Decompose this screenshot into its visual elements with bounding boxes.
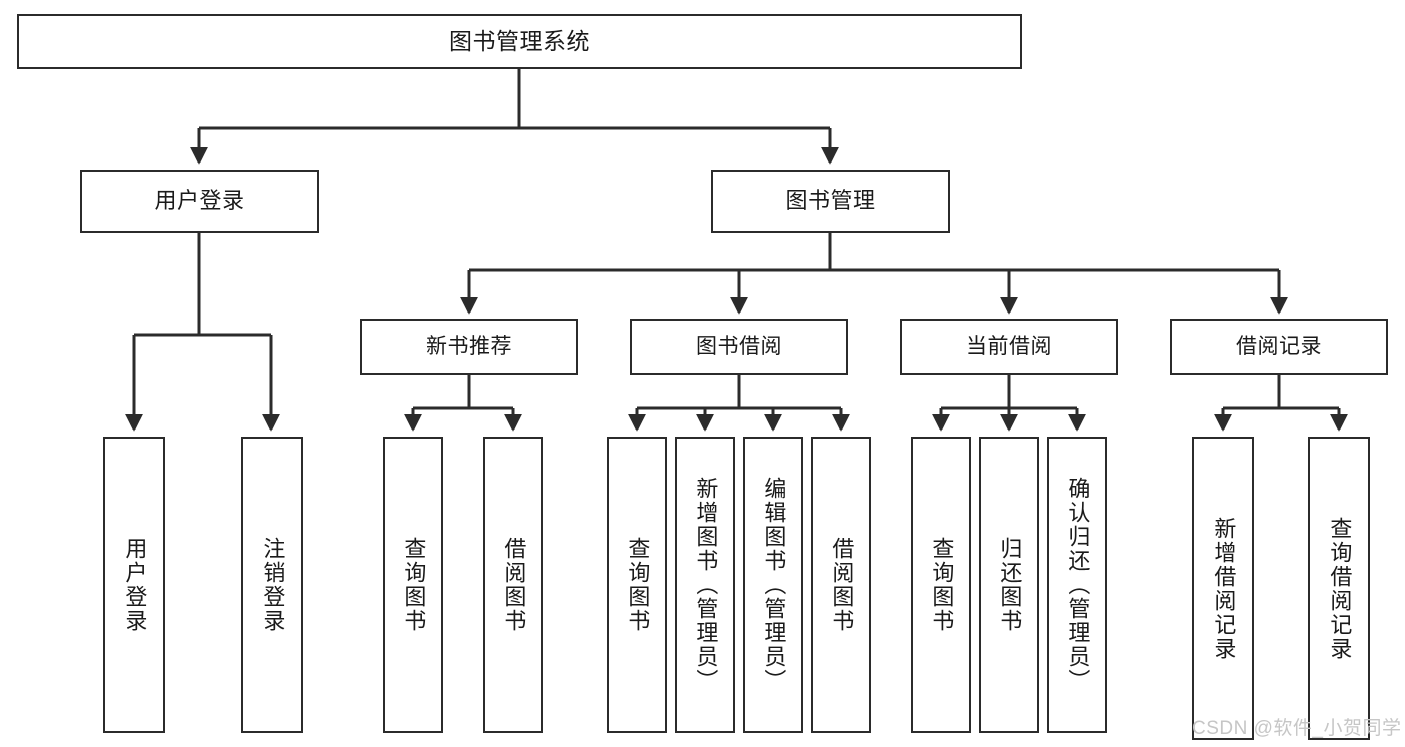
leaf-current-borrow-query[interactable]: 查询图书 <box>911 437 971 733</box>
leaf-book-borrow-edit[interactable]: 编辑图书（管理员） <box>743 437 803 733</box>
node-user-login-label: 用户登录 <box>154 188 245 214</box>
leaf-book-borrow-query-label: 查询图书 <box>625 537 651 633</box>
leaf-user-login-login[interactable]: 用户登录 <box>103 437 165 733</box>
node-root-system[interactable]: 图书管理系统 <box>17 14 1022 69</box>
leaf-borrow-record-add-label: 新增借阅记录 <box>1211 516 1237 661</box>
leaf-new-book-query[interactable]: 查询图书 <box>383 437 443 733</box>
leaf-book-borrow-edit-label: 编辑图书（管理员） <box>761 477 787 693</box>
node-book-borrow-label: 图书借阅 <box>696 335 782 359</box>
node-borrow-record-label: 借阅记录 <box>1236 335 1322 359</box>
leaf-user-login-logout-label: 注销登录 <box>260 537 286 633</box>
leaf-current-borrow-confirm-return-label: 确认归还（管理员） <box>1065 477 1091 693</box>
node-current-borrow[interactable]: 当前借阅 <box>900 319 1118 375</box>
leaf-user-login-login-label: 用户登录 <box>122 537 148 633</box>
node-borrow-record[interactable]: 借阅记录 <box>1170 319 1388 375</box>
node-book-borrow[interactable]: 图书借阅 <box>630 319 848 375</box>
node-book-management-label: 图书管理 <box>785 188 876 214</box>
leaf-borrow-record-add[interactable]: 新增借阅记录 <box>1192 437 1254 740</box>
leaf-current-borrow-return-label: 归还图书 <box>997 537 1023 633</box>
leaf-book-borrow-add-label: 新增图书（管理员） <box>693 477 719 693</box>
node-user-login[interactable]: 用户登录 <box>80 170 319 233</box>
csdn-watermark: CSDN @软件_小贺同学 <box>1192 718 1402 739</box>
node-book-management[interactable]: 图书管理 <box>711 170 950 233</box>
leaf-book-borrow-query[interactable]: 查询图书 <box>607 437 667 733</box>
leaf-user-login-logout[interactable]: 注销登录 <box>241 437 303 733</box>
leaf-book-borrow-add[interactable]: 新增图书（管理员） <box>675 437 735 733</box>
leaf-book-borrow-borrow-label: 借阅图书 <box>829 537 855 633</box>
leaf-new-book-borrow-label: 借阅图书 <box>501 537 527 633</box>
node-current-borrow-label: 当前借阅 <box>966 335 1052 359</box>
leaf-new-book-borrow[interactable]: 借阅图书 <box>483 437 543 733</box>
node-new-book-recommend-label: 新书推荐 <box>426 335 512 359</box>
node-new-book-recommend[interactable]: 新书推荐 <box>360 319 578 375</box>
leaf-current-borrow-return[interactable]: 归还图书 <box>979 437 1039 733</box>
leaf-book-borrow-borrow[interactable]: 借阅图书 <box>811 437 871 733</box>
leaf-current-borrow-query-label: 查询图书 <box>929 537 955 633</box>
leaf-borrow-record-query-label: 查询借阅记录 <box>1327 516 1353 661</box>
leaf-new-book-query-label: 查询图书 <box>401 537 427 633</box>
leaf-borrow-record-query[interactable]: 查询借阅记录 <box>1308 437 1370 740</box>
node-root-system-label: 图书管理系统 <box>449 27 590 54</box>
leaf-current-borrow-confirm-return[interactable]: 确认归还（管理员） <box>1047 437 1107 733</box>
